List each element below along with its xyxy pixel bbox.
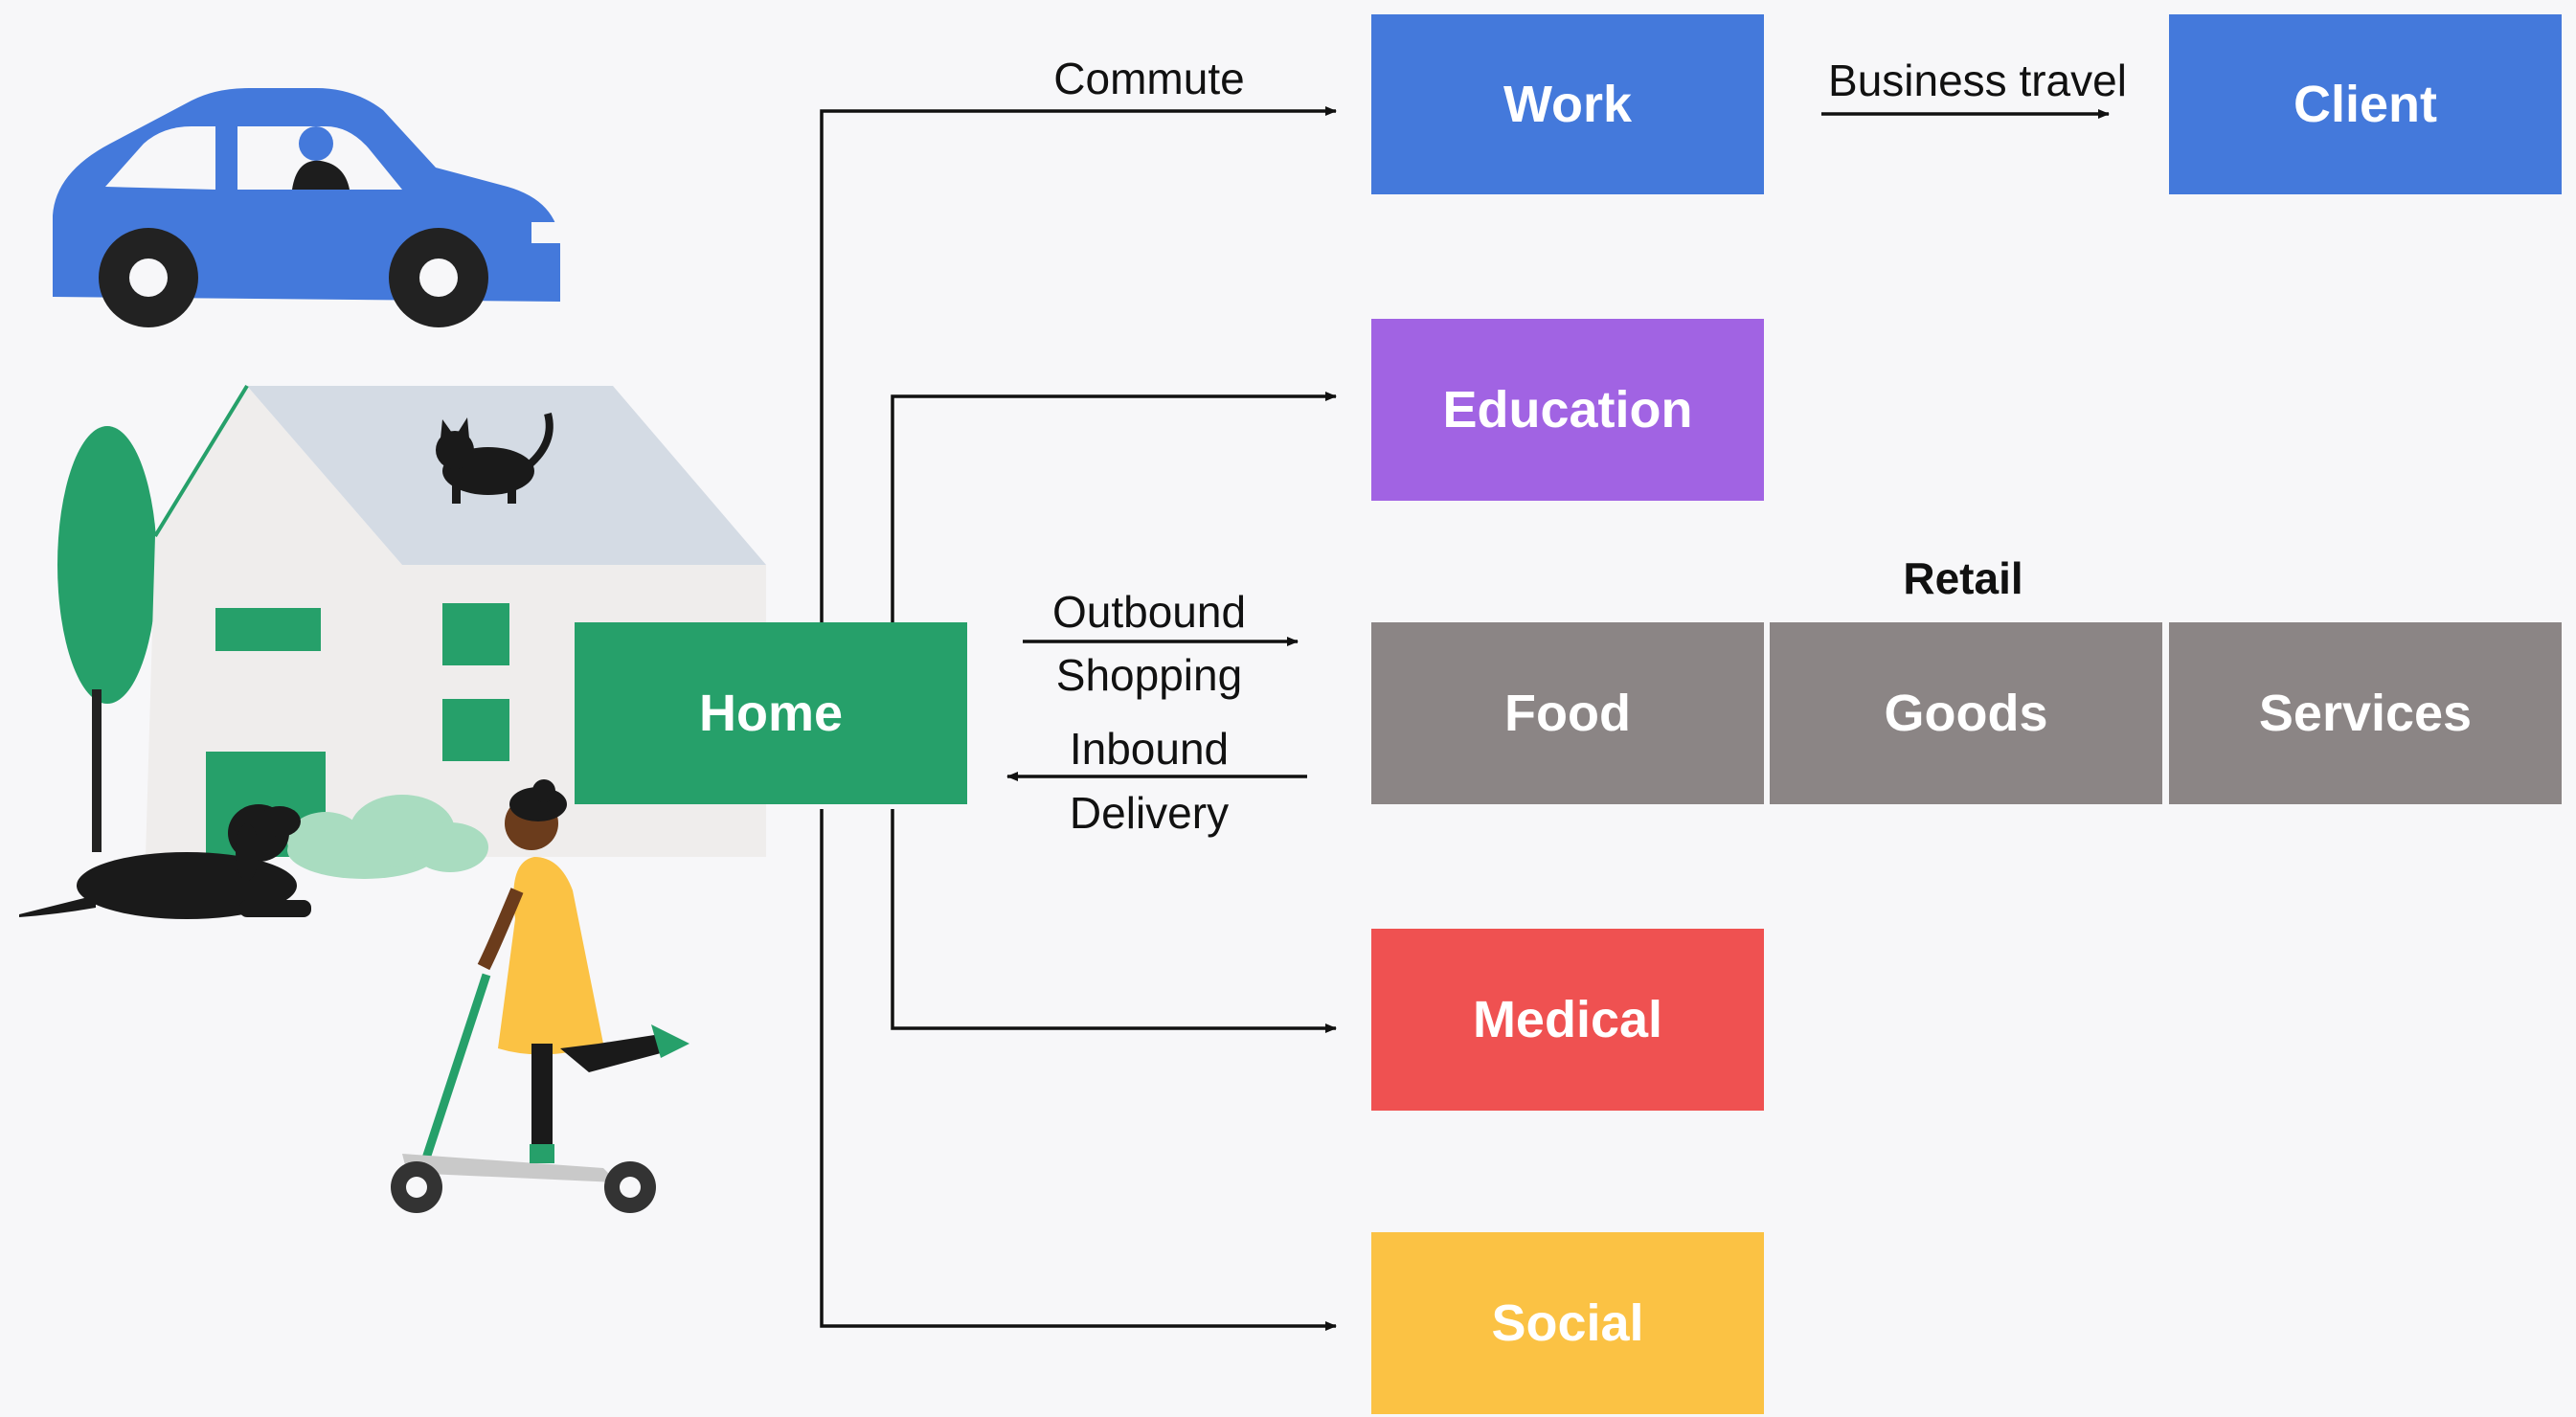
client-node: Client [2169,14,2562,194]
edge-home-work [820,106,1337,622]
shopping-label: Shopping [1055,650,1243,700]
goods-node: Goods [1770,622,2162,804]
business-travel-label: Business travel [1828,56,2127,105]
edge-home-education [891,392,1337,622]
cat-icon [436,412,554,504]
retail-label: Retail [1903,553,2023,603]
scooter-rider-icon [391,779,689,1213]
work-node: Work [1371,14,1764,194]
social-node: Social [1371,1232,1764,1414]
services-node: Services [2169,622,2562,804]
medical-node: Medical [1371,929,1764,1111]
dog-icon [19,804,311,919]
outbound-label: Outbound [1051,587,1247,637]
food-node: Food [1371,622,1764,804]
commute-label: Commute [1053,54,1245,103]
edge-home-medical [891,809,1337,1033]
edge-home-social [820,809,1337,1331]
education-node: Education [1371,319,1764,501]
delivery-label: Delivery [1069,788,1230,838]
home-node: Home [575,622,967,804]
bush-icon [287,795,488,879]
inbound-label: Inbound [1069,724,1230,774]
car-icon [53,88,560,327]
tree-icon [57,426,157,852]
